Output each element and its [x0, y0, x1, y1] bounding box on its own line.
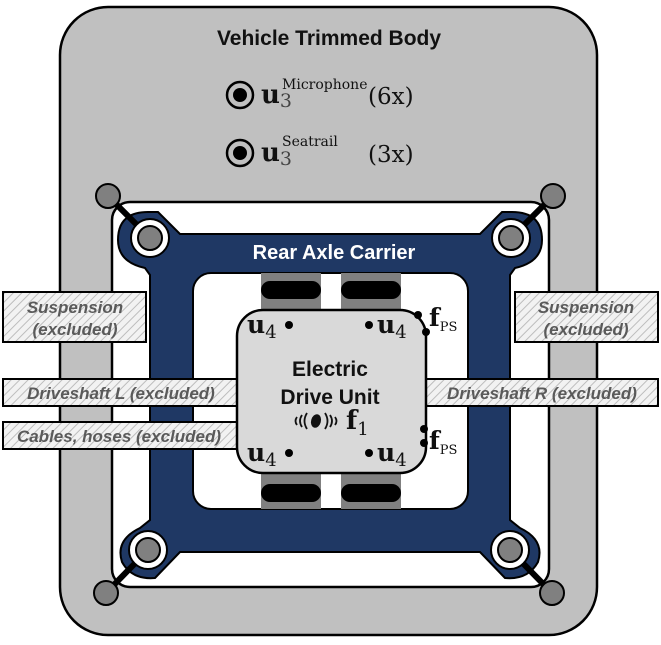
- sensor-count: (3x): [368, 142, 414, 168]
- sensor-subscript: 3: [280, 148, 292, 170]
- svg-text:u4: u4: [247, 438, 277, 471]
- sensor-icon: [225, 138, 255, 168]
- force-symbol: f: [346, 406, 359, 436]
- excluded-suspension-left: Suspension (excluded): [2, 291, 147, 343]
- mount-point-top-right: u4: [365, 310, 407, 343]
- bushing-icon: [135, 537, 161, 563]
- excluded-driveshaft-left: Driveshaft L (excluded): [2, 378, 238, 407]
- sensor-symbol: u: [261, 80, 280, 110]
- vibration-icon: [294, 412, 338, 430]
- excluded-label: Suspension: [27, 298, 123, 317]
- body-mount-icon: [539, 580, 565, 606]
- mount-top-right: [491, 183, 566, 258]
- electric-drive-unit: Electric Drive Unit f1 u4 u4 u4 u4: [235, 303, 457, 475]
- body-mount-icon: [95, 183, 121, 209]
- excluded-driveshaft-right: Driveshaft R (excluded): [425, 378, 659, 407]
- excluded-label: Driveshaft R (excluded): [447, 384, 637, 403]
- excluded-label: Driveshaft L (excluded): [27, 384, 215, 403]
- vehicle-body-title: Vehicle Trimmed Body: [217, 27, 441, 50]
- sensor-microphone: u3 Microphone (6x): [225, 77, 414, 112]
- bushing-icon: [497, 537, 523, 563]
- excluded-label: (excluded): [543, 320, 628, 339]
- sensor-count: (6x): [368, 84, 414, 110]
- svg-text:f1: f1: [346, 406, 369, 440]
- edu-mount-top-right: [341, 273, 401, 313]
- mount-top-left: [95, 183, 170, 258]
- svg-text:u4: u4: [377, 310, 407, 343]
- power-steering-force-bottom: fPS: [420, 425, 457, 458]
- mount-point-bottom-right: u4: [365, 438, 407, 471]
- sensor-superscript: Microphone: [282, 77, 367, 93]
- svg-text:u4: u4: [377, 438, 407, 471]
- body-mount-icon: [540, 183, 566, 209]
- excluded-label: Suspension: [538, 298, 634, 317]
- bushing-icon: [498, 225, 524, 251]
- excluded-label: Cables, hoses (excluded): [17, 427, 221, 446]
- mount-bottom-right: [490, 530, 565, 606]
- excluded-label: (excluded): [32, 320, 117, 339]
- mount-point-top-left: u4: [247, 310, 293, 343]
- sensor-subscript: 3: [280, 90, 292, 112]
- edu-mount-top-left: [261, 273, 321, 313]
- carrier-label: Rear Axle Carrier: [253, 242, 416, 264]
- svg-text:u4: u4: [247, 310, 277, 343]
- edu-mount-bottom-right: [341, 472, 401, 509]
- mount-point-bottom-left: u4: [247, 438, 293, 471]
- force-subscript: 1: [357, 419, 368, 440]
- svg-text:u3: u3: [261, 138, 292, 170]
- mount-bottom-left: [93, 530, 168, 606]
- sensor-superscript: Seatrail: [282, 134, 338, 150]
- svg-text:fPS: fPS: [429, 426, 457, 458]
- sensor-seatrail: u3 Seatrail (3x): [225, 134, 414, 170]
- edu-label-line2: Drive Unit: [280, 386, 379, 409]
- sensor-symbol: u: [261, 138, 280, 168]
- svg-text:fPS: fPS: [429, 303, 457, 335]
- excluded-cables-hoses: Cables, hoses (excluded): [2, 421, 238, 450]
- bushing-icon: [137, 225, 163, 251]
- sensor-icon: [225, 80, 255, 110]
- svg-text:u3: u3: [261, 80, 292, 112]
- edu-label-line1: Electric: [292, 358, 368, 381]
- power-steering-force-top: fPS: [414, 303, 457, 336]
- excluded-suspension-right: Suspension (excluded): [514, 291, 659, 343]
- body-mount-icon: [93, 580, 119, 606]
- edu-mount-bottom-left: [261, 472, 321, 509]
